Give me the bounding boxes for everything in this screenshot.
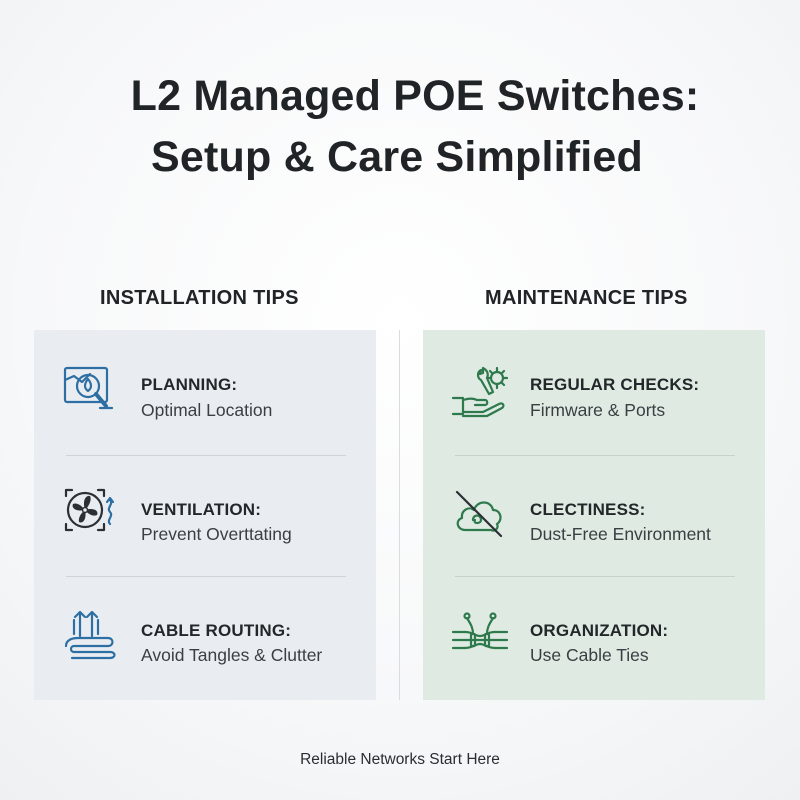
hand-wrench-icon	[451, 362, 509, 420]
maintenance-tips-heading: MAINTENANCE TIPS	[485, 287, 688, 309]
cable-routing-icon	[62, 606, 120, 664]
fan-icon	[62, 486, 120, 544]
tip-description: Prevent Overttating	[141, 524, 292, 544]
tip-planning: PLANNING: Optimal Location	[34, 330, 376, 450]
row-separator	[455, 455, 735, 456]
tip-label: CLECTINESS:	[530, 500, 646, 519]
maintenance-tips-panel: REGULAR CHECKS: Firmware & Ports CLECTIN…	[423, 330, 765, 700]
tip-regular-checks: REGULAR CHECKS: Firmware & Ports	[423, 330, 765, 450]
tip-label: PLANNING:	[141, 375, 238, 394]
magnifier-map-icon	[62, 362, 120, 420]
tip-label: VENTILATION:	[141, 500, 262, 519]
tip-cable-routing: CABLE ROUTING: Avoid Tangles & Clutter	[34, 576, 376, 696]
tip-description: Optimal Location	[141, 400, 273, 420]
page-title-line-1: L2 Managed POE Switches:	[130, 72, 700, 120]
tip-description: Firmware & Ports	[530, 400, 666, 420]
no-dust-cloud-icon	[451, 486, 509, 544]
page-title-line-2: Setup & Care Simplified	[150, 133, 644, 181]
column-divider	[399, 330, 400, 700]
tip-label: ORGANIZATION:	[530, 621, 669, 640]
tip-cleanliness: CLECTINESS: Dust-Free Environment	[423, 455, 765, 575]
installation-tips-heading: INSTALLATION TIPS	[100, 287, 299, 309]
tip-description: Use Cable Ties	[530, 645, 649, 665]
tip-organization: ORGANIZATION: Use Cable Ties	[423, 576, 765, 696]
installation-tips-panel: PLANNING: Optimal Location VENTILATION: …	[34, 330, 376, 700]
tip-description: Avoid Tangles & Clutter	[141, 645, 323, 665]
tip-label: CABLE ROUTING:	[141, 621, 292, 640]
footer-tagline: Reliable Networks Start Here	[300, 751, 500, 768]
cable-ties-icon	[451, 606, 509, 664]
row-separator	[66, 576, 346, 577]
tip-label: REGULAR CHECKS:	[530, 375, 700, 394]
row-separator	[66, 455, 346, 456]
tip-description: Dust-Free Environment	[530, 524, 711, 544]
row-separator	[455, 576, 735, 577]
tip-ventilation: VENTILATION: Prevent Overttating	[34, 455, 376, 575]
